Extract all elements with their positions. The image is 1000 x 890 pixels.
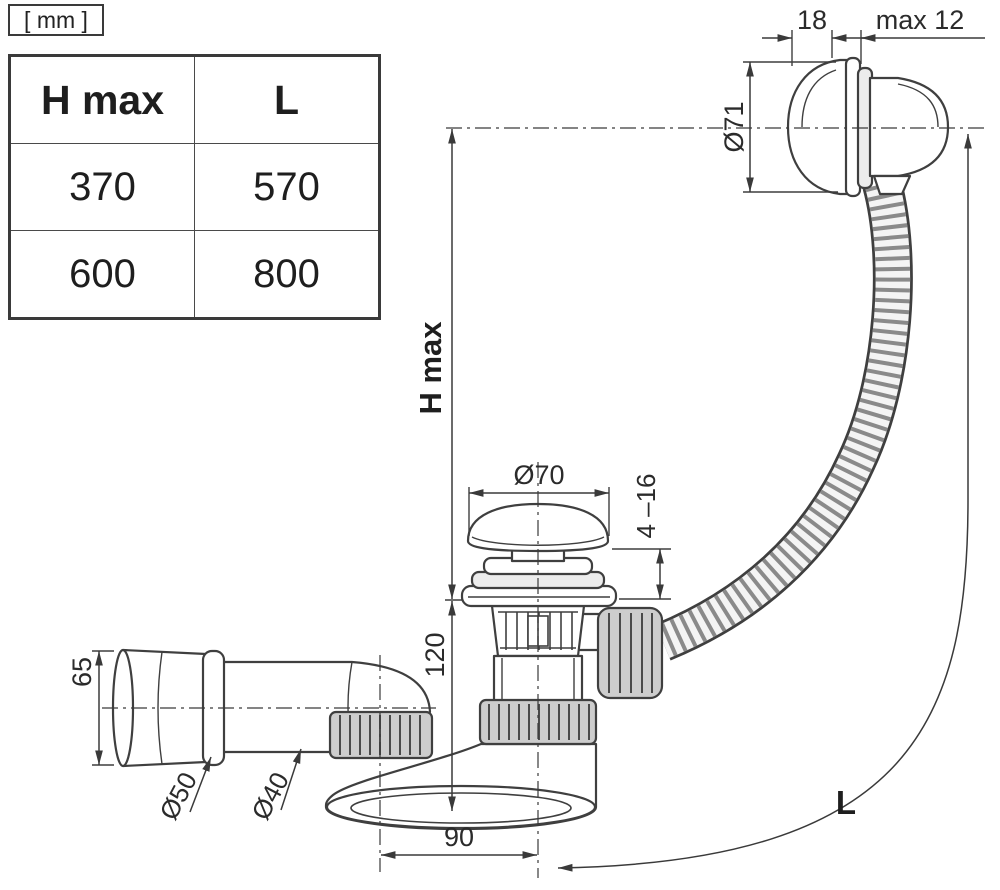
dim-label-120: 120 xyxy=(420,632,450,677)
overflow-dome-shading xyxy=(801,69,837,128)
hose-length-curve: L xyxy=(557,134,972,872)
dimension-outlet-dia-small: Ø40 xyxy=(245,748,302,825)
dim-label-overflow-dia: Ø71 xyxy=(719,101,749,152)
dim-label-cap-dia: Ø70 xyxy=(513,460,564,490)
dimension-outlet-dia-large: Ø50 xyxy=(153,756,212,825)
overflow-body-shading xyxy=(897,83,939,128)
table-header-hmax: H max xyxy=(9,55,195,144)
dimension-table: H max L 370 570 600 800 xyxy=(8,54,381,320)
dim-label-cap-travel: 4 –16 xyxy=(631,473,661,538)
drain-top-flange xyxy=(460,543,618,608)
dimension-cap-travel: 4 –16 xyxy=(612,473,671,600)
outlet-coupling-nut xyxy=(328,710,434,760)
dim-label-max12: max 12 xyxy=(876,5,965,35)
overflow-hose-connector xyxy=(872,174,912,196)
table-cell-hmax-2: 600 xyxy=(9,230,195,319)
table-cell-l-2: 800 xyxy=(194,230,380,319)
dimension-120: 120 xyxy=(420,601,456,811)
dimension-overflow-dia: Ø71 xyxy=(719,61,838,193)
corrugated-hose xyxy=(655,178,913,661)
dimension-h-max: H max xyxy=(413,129,463,601)
pipe-top-edge xyxy=(220,660,432,714)
dim-label-hose-length: L xyxy=(836,784,856,821)
drain-assembly xyxy=(460,502,664,746)
overflow-body xyxy=(868,76,950,178)
dimension-18: 18 xyxy=(762,5,864,66)
units-label-box: [ mm ] xyxy=(8,4,104,36)
table-row: 370 570 xyxy=(9,143,380,231)
units-label: [ mm ] xyxy=(24,6,88,33)
table-cell-l-1: 570 xyxy=(194,143,380,231)
dim-label-90: 90 xyxy=(444,822,474,852)
overflow-head xyxy=(786,56,950,198)
dimension-90: 90 xyxy=(381,822,537,859)
dimension-max12: max 12 xyxy=(860,5,985,64)
center-lines xyxy=(102,127,988,878)
dimension-cap-dia: Ø70 xyxy=(468,460,610,536)
sleeve-top-edge xyxy=(121,648,208,656)
outlet-nut-ridges xyxy=(339,715,421,755)
hose-coupling-nut xyxy=(596,606,664,700)
dim-label-18: 18 xyxy=(797,5,827,35)
dim-label-65: 65 xyxy=(67,657,97,687)
dim-label-h-max: H max xyxy=(413,321,448,415)
l-curve xyxy=(557,134,972,872)
dimension-65: 65 xyxy=(67,650,114,766)
dim-label-outlet-dia-small: Ø40 xyxy=(245,767,295,824)
sleeve-shading xyxy=(157,651,163,765)
table-row: 600 800 xyxy=(9,230,380,319)
sleeve-bottom-edge xyxy=(121,760,208,768)
leader-line xyxy=(189,756,212,813)
leader-line xyxy=(280,748,302,811)
table-cell-hmax-1: 370 xyxy=(9,143,195,231)
